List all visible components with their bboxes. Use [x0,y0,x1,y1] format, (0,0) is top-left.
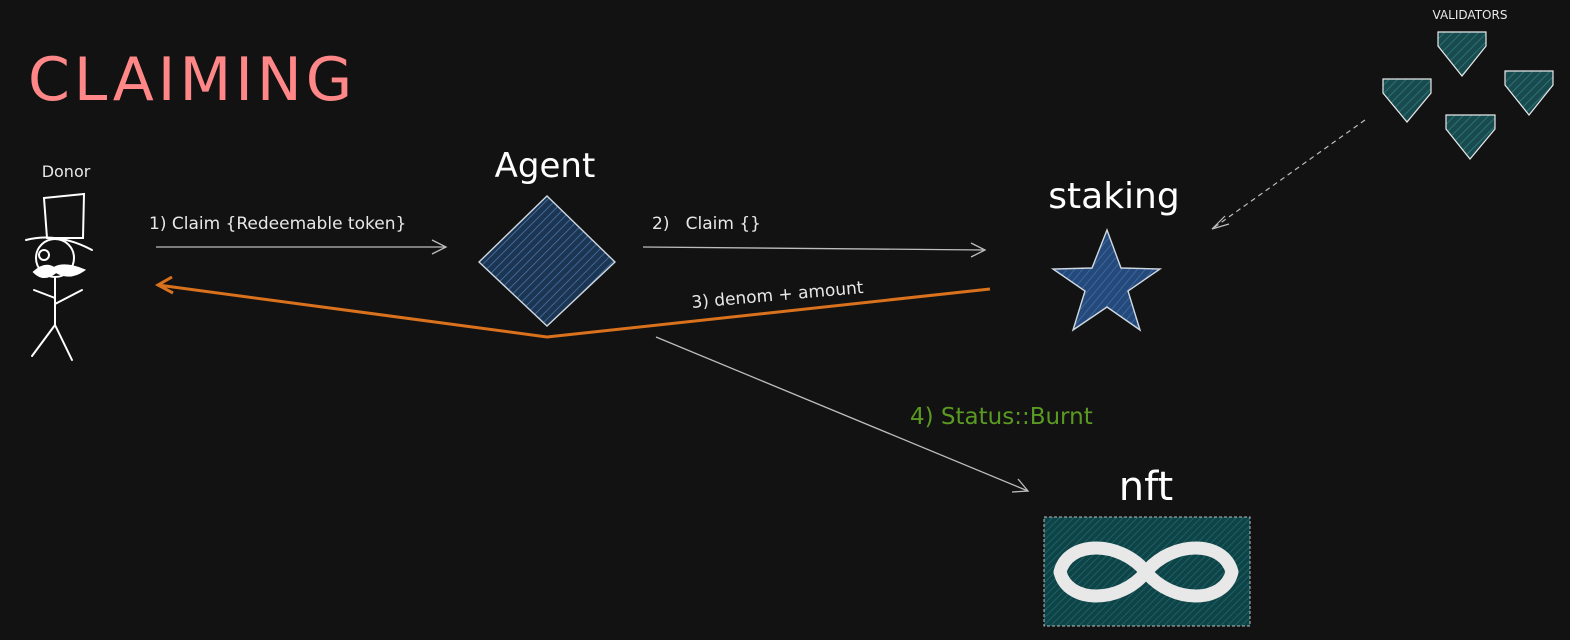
nft-label: nft [1119,464,1173,510]
nft-node: nft [1043,464,1251,627]
donor-node: Donor [25,162,93,361]
step4-arrow [655,336,1030,493]
stick-figure-top-hat-icon [25,192,93,361]
staking-label: staking [1048,176,1179,217]
agent-diamond-shape [477,195,617,327]
infinity-icon [1053,541,1239,603]
validators-group: VALIDATORS [1382,8,1554,160]
agent-node: Agent [477,146,617,327]
step1-arrow [156,239,448,255]
validators-label: VALIDATORS [1433,8,1508,22]
validator-gem-icon [1382,78,1432,123]
step4-label: 4) Status::Burnt [910,404,1093,430]
diagram-title: CLAIMING [28,45,356,115]
step3-label: 3) denom + amount [691,278,865,313]
validator-gem-icon [1445,114,1496,160]
validators-to-staking-arrow [1211,119,1366,230]
staking-star-shape [1050,228,1163,332]
staking-node: staking [1048,176,1180,332]
agent-label: Agent [495,146,596,186]
donor-label: Donor [42,162,91,181]
step2-label: 2) Claim {} [652,214,761,234]
step2-arrow [642,242,987,258]
step3-arrow [154,275,991,339]
validator-gem-icon [1437,31,1487,77]
step1-label: 1) Claim {Redeemable token} [149,214,406,234]
validator-gem-icon [1504,70,1554,116]
